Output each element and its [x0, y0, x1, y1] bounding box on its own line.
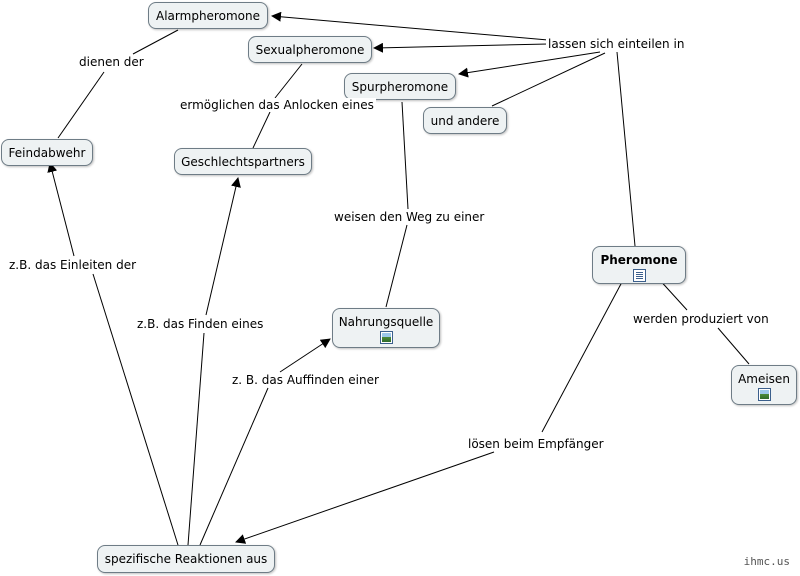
image-icon[interactable] [757, 388, 771, 401]
node-und-andere-label: und andere [430, 114, 500, 128]
arrow-to-sexualpheromone [373, 42, 549, 53]
link-weisen-den-weg-zu-einer: weisen den Weg zu einer [332, 210, 487, 224]
node-ameisen[interactable]: Ameisen [731, 365, 797, 405]
link-zb-das-auffinden-einer: z. B. das Auffinden einer [230, 373, 381, 387]
connector-reaktionen-finden [187, 332, 205, 546]
node-nahrungsquelle[interactable]: Nahrungsquelle [332, 308, 440, 348]
node-pheromone-label: Pheromone [600, 253, 678, 267]
link-loesen-beim-empfaenger: lösen beim Empfänger [466, 437, 606, 451]
connector-reaktionen-einleiten [92, 273, 179, 546]
arrow-to-alarmpheromone [271, 11, 549, 41]
connector-produziert-ameisen [717, 327, 750, 365]
node-sexualpheromone[interactable]: Sexualpheromone [248, 36, 372, 63]
connector-ermoeglichen-geschlecht [252, 111, 271, 149]
link-zb-das-einleiten-der: z.B. das Einleiten der [7, 258, 139, 272]
connector-dienen-feind [57, 71, 105, 139]
document-icon[interactable] [632, 269, 646, 282]
node-sexualpheromone-label: Sexualpheromone [255, 43, 365, 57]
node-und-andere[interactable]: und andere [423, 107, 507, 134]
node-feindabwehr-label: Feindabwehr [8, 146, 86, 160]
link-ermoeglichen-das-anlocken-eines: ermöglichen das Anlocken eines [178, 98, 376, 112]
node-nahrungsquelle-label: Nahrungsquelle [338, 315, 434, 329]
node-spezifische-reaktionen-label: spezifische Reaktionen aus [104, 552, 268, 566]
connector-to-und-andere [491, 52, 606, 107]
link-zb-das-finden-eines: z.B. das Finden eines [135, 317, 266, 331]
connector-weisen-nahrung [385, 224, 408, 308]
node-spezifische-reaktionen[interactable]: spezifische Reaktionen aus [97, 545, 275, 573]
credit-ihmc: ihmc.us [743, 555, 790, 568]
node-pheromone[interactable]: Pheromone [592, 246, 686, 284]
node-spurpheromone-label: Spurpheromone [351, 80, 449, 94]
arrow-to-reaktionen [235, 451, 495, 544]
connector-reaktionen-auffinden [199, 387, 269, 546]
connector-alarm-dienen [132, 29, 179, 55]
connector-spur-weisen [401, 101, 409, 210]
link-werden-produziert-von: werden produziert von [631, 312, 771, 326]
arrow-to-feindabwehr [47, 162, 75, 257]
connector-pheromone-loesen [541, 281, 623, 433]
image-icon[interactable] [379, 331, 393, 344]
node-feindabwehr[interactable]: Feindabwehr [1, 139, 93, 166]
node-alarmpheromone[interactable]: Alarmpheromone [148, 2, 268, 29]
node-spurpheromone[interactable]: Spurpheromone [344, 73, 456, 100]
node-geschlechtspartners-label: Geschlechtspartners [181, 155, 305, 169]
arrow-to-geschlechtspartners [205, 177, 241, 316]
connector-pheromone-lassen [616, 51, 636, 247]
link-dienen-der: dienen der [77, 55, 146, 69]
node-ameisen-label: Ameisen [738, 372, 790, 386]
node-alarmpheromone-label: Alarmpheromone [156, 9, 260, 23]
connector-sexual-ermoeglichen [274, 63, 303, 99]
link-lassen-sich-einteilen-in: lassen sich einteilen in [546, 37, 687, 51]
arrow-to-spurpheromone [458, 51, 601, 78]
node-geschlechtspartners[interactable]: Geschlechtspartners [174, 148, 312, 175]
arrow-to-nahrungsquelle [279, 338, 331, 373]
